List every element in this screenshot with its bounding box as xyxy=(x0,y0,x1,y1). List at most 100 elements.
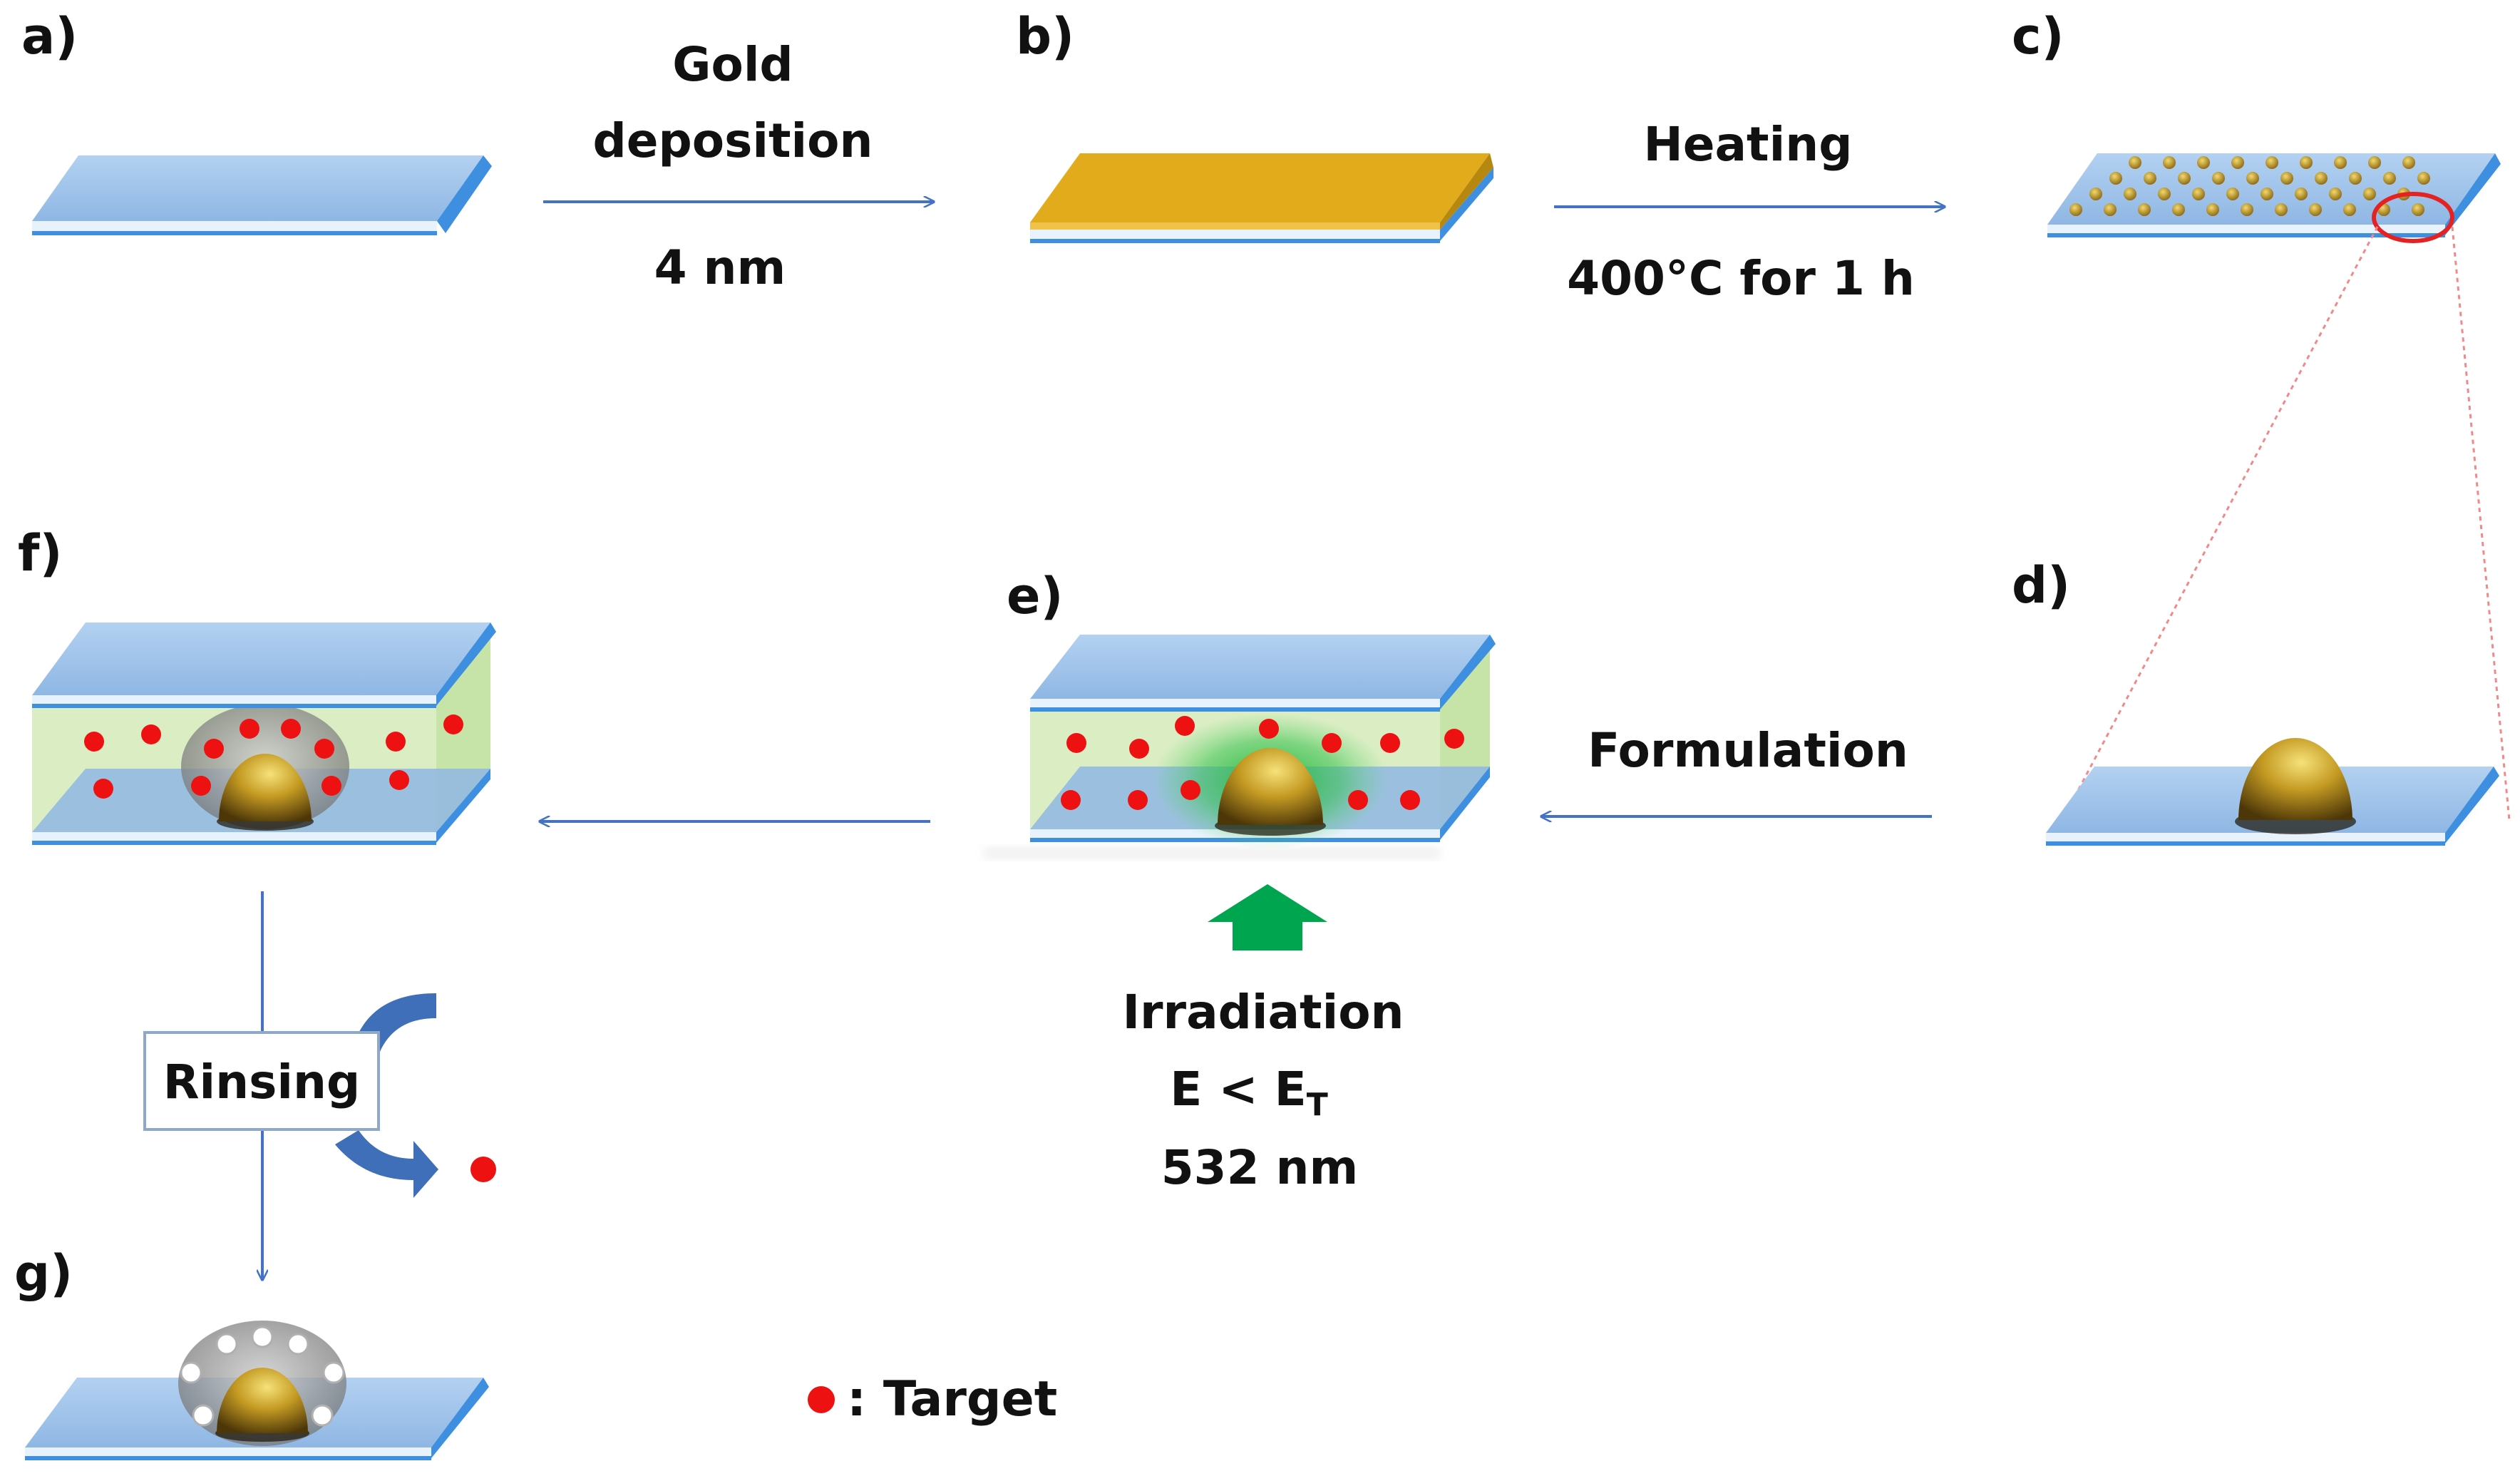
target-molecule xyxy=(93,779,113,799)
imprinted-plate-g xyxy=(25,1321,489,1460)
target-molecule xyxy=(443,714,463,734)
gold-nanoparticle-dot xyxy=(2280,172,2293,185)
target-molecule xyxy=(314,739,334,759)
gold-nanoparticle-dot xyxy=(2212,172,2225,185)
gold-nanoparticle-dot xyxy=(2109,172,2122,185)
target-molecule xyxy=(141,724,161,744)
target-molecule xyxy=(1061,790,1081,810)
formulation-label: Formulation xyxy=(1588,723,1908,778)
target-molecule xyxy=(389,770,409,790)
gold-nanoparticle-dot xyxy=(2402,156,2415,169)
gold-nanoparticle-array xyxy=(2069,156,2430,216)
zoom-guide-lines xyxy=(2055,226,2511,831)
target-molecule xyxy=(1380,733,1400,753)
target-molecule xyxy=(1444,729,1464,749)
sandwich-cell-e xyxy=(984,635,1496,859)
target-molecule xyxy=(240,719,259,739)
target-molecule xyxy=(191,776,211,796)
gold-nanoparticle-dot xyxy=(2295,188,2308,200)
gold-nanoparticle-dot xyxy=(2158,188,2171,200)
gold-deposition-label-line2: deposition xyxy=(592,113,873,168)
gold-nanoparticle-dot xyxy=(2129,156,2141,169)
panel-label-c: c) xyxy=(2012,7,2064,66)
gold-nanoparticle-dot xyxy=(2197,156,2210,169)
gold-nanoparticle-f xyxy=(219,754,312,821)
imprinted-cavities xyxy=(180,1326,345,1427)
target-molecule xyxy=(84,732,104,752)
gold-nanoparticle-dot xyxy=(2246,172,2259,185)
gold-nanoparticle-g xyxy=(217,1368,308,1433)
empty-cavity xyxy=(287,1333,309,1356)
gold-nanoparticle-dot xyxy=(2300,156,2313,169)
gold-nanoparticle-dot xyxy=(2309,203,2322,216)
gold-nanoparticle-dot xyxy=(2069,203,2082,216)
gold-nanoparticle-dot xyxy=(2275,203,2288,216)
single-nanoparticle-plate-d xyxy=(2046,738,2499,846)
gold-nanoparticle-dot xyxy=(2363,188,2376,200)
gold-nanoparticle-dot xyxy=(2349,172,2362,185)
gold-nanoparticle-dot xyxy=(2192,188,2205,200)
target-molecule xyxy=(322,776,341,796)
target-molecule xyxy=(1259,719,1279,739)
target-molecule xyxy=(1348,790,1368,810)
gold-nanoparticle-dot xyxy=(2412,203,2424,216)
gold-film-plate-b xyxy=(1030,153,1493,243)
target-molecule xyxy=(1128,790,1148,810)
gold-nanoparticle-dot xyxy=(2315,172,2328,185)
rinsing-label: Rinsing xyxy=(163,1055,361,1110)
target-molecule xyxy=(1181,780,1200,800)
gold-deposition-label-line1: Gold xyxy=(672,37,793,92)
target-molecule xyxy=(386,732,406,752)
gold-nanoparticle-dot xyxy=(2124,188,2136,200)
gold-nanoparticle-e xyxy=(1218,748,1323,825)
released-target xyxy=(470,1157,496,1182)
gold-nanoparticle-dot xyxy=(2266,156,2278,169)
rinsing-box: Rinsing xyxy=(143,1031,380,1131)
gold-nanoparticle-dot xyxy=(2138,203,2151,216)
gold-nanoparticle-dot xyxy=(2206,203,2219,216)
gold-nanoparticle-dot xyxy=(2231,156,2244,169)
empty-cavity xyxy=(192,1404,215,1427)
gold-nanoparticle-dot xyxy=(2144,172,2156,185)
irradiation-energy: E < ET xyxy=(1170,1062,1327,1123)
gold-nanoparticle-dot xyxy=(2334,156,2347,169)
irradiation-arrow xyxy=(1208,884,1327,950)
target-molecules-e xyxy=(1061,716,1464,810)
gold-nanoparticle-d xyxy=(2238,738,2352,820)
empty-cavity xyxy=(215,1333,238,1356)
target-molecules-f xyxy=(84,714,463,799)
gold-deposition-thickness: 4 nm xyxy=(654,240,786,295)
target-molecule xyxy=(204,739,224,759)
panel-label-g: g) xyxy=(14,1244,73,1303)
target-molecule xyxy=(1322,733,1342,753)
irradiation-label: Irradiation xyxy=(1122,985,1404,1040)
substrate-plate-a xyxy=(32,155,492,235)
panel-label-e: e) xyxy=(1007,567,1063,625)
gold-nanoparticle-dot xyxy=(2226,188,2239,200)
zoom-highlight-circle xyxy=(2372,192,2454,243)
panel-label-f: f) xyxy=(18,524,62,583)
heating-label: Heating xyxy=(1644,117,1853,172)
panel-label-d: d) xyxy=(2012,556,2070,615)
target-molecule xyxy=(1066,733,1086,753)
target-molecule xyxy=(1129,739,1149,759)
target-molecule xyxy=(1400,790,1420,810)
sandwich-cell-f xyxy=(32,622,496,845)
gold-nanoparticle-dot xyxy=(2343,203,2356,216)
legend-target-label: : Target xyxy=(847,1371,1057,1428)
gold-nanoparticle-dot xyxy=(2261,188,2273,200)
panel-label-b: b) xyxy=(1016,7,1074,66)
empty-cavity xyxy=(180,1361,202,1384)
gold-nanoparticle-dot xyxy=(2172,203,2185,216)
gold-nanoparticle-dot xyxy=(2329,188,2342,200)
gold-nanoparticle-dot xyxy=(2104,203,2117,216)
target-molecule xyxy=(1175,716,1195,736)
panel-label-a: a) xyxy=(21,7,78,66)
gold-nanoparticle-dot xyxy=(2089,188,2102,200)
gold-nanoparticle-dot xyxy=(2368,156,2381,169)
gold-nanoparticle-dot xyxy=(2383,172,2396,185)
irradiation-wavelength: 532 nm xyxy=(1161,1140,1359,1195)
empty-cavity xyxy=(322,1361,345,1384)
gold-nanoparticle-dot xyxy=(2178,172,2191,185)
